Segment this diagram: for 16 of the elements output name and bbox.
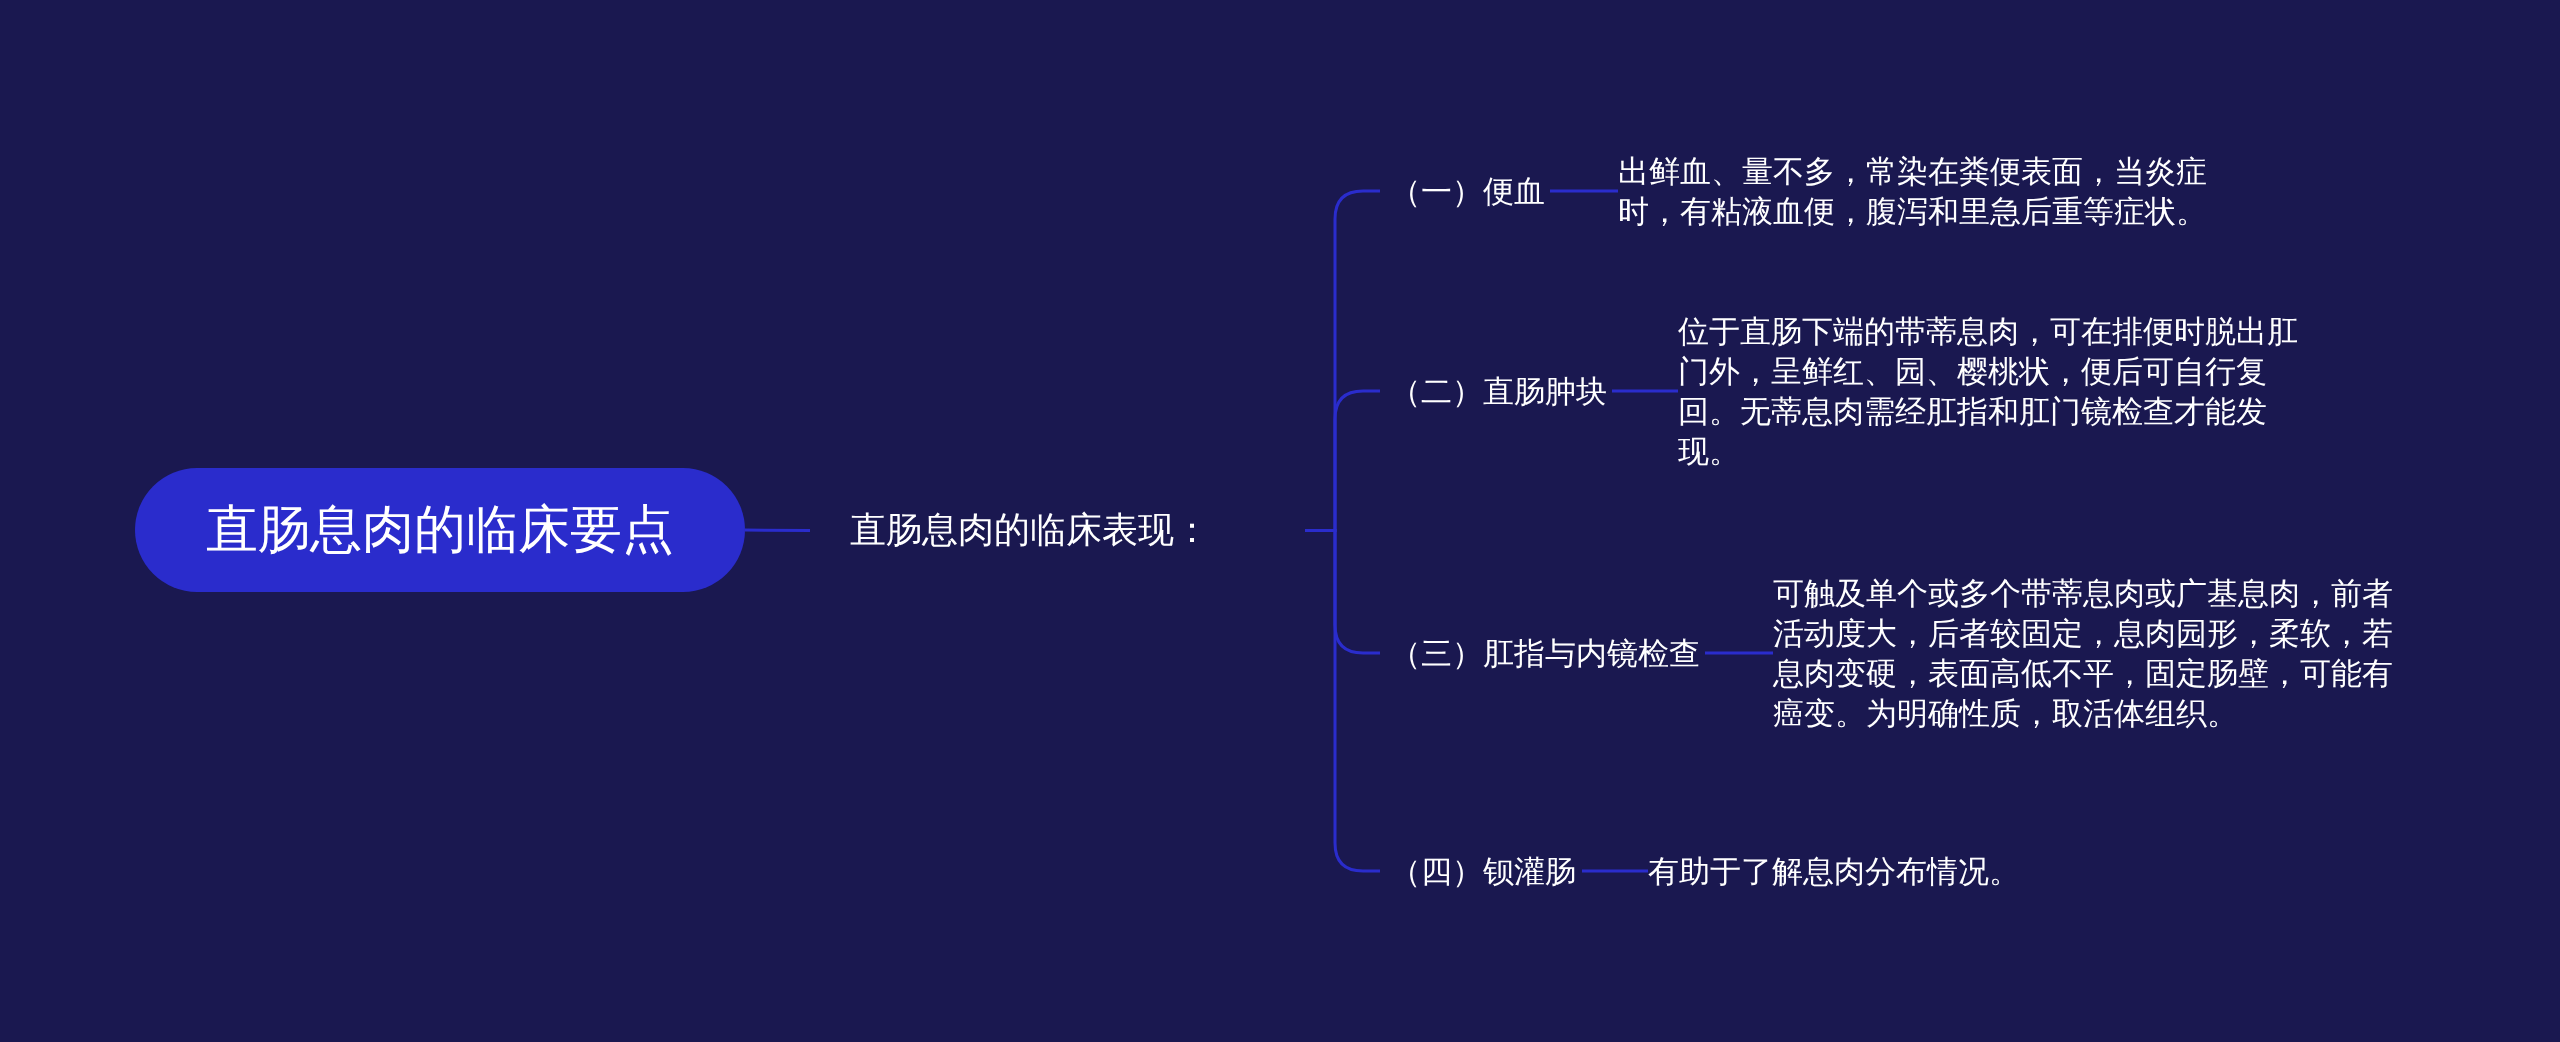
branch-text: （四）钡灌肠 <box>1380 851 1582 892</box>
branch-text: （三）肛指与内镜检查 <box>1380 633 1705 674</box>
branch-text: （一）便血 <box>1380 171 1550 212</box>
detail-text: 有助于了解息肉分布情况。 <box>1648 851 2248 891</box>
detail-text: 可触及单个或多个带蒂息肉或广基息肉，前者活动度大，后者较固定，息肉园形，柔软，若息肉变硬，表面高低不平，固定肠壁，可能有癌变。为明确性质，取活体组织。 <box>1773 573 2423 733</box>
detail-text: 出鲜血、量不多，常染在粪便表面，当炎症时，有粘液血便，腹泻和里急后重等症状。 <box>1618 151 2268 231</box>
connector-line <box>1305 529 1380 873</box>
connector-line <box>1550 189 1618 193</box>
connector-line <box>1612 389 1678 393</box>
root-pill: 直肠息肉的临床要点 <box>135 468 745 592</box>
connector-line <box>1705 651 1773 655</box>
topic-text: 直肠息肉的临床表现： <box>810 506 1305 554</box>
connector-line <box>1582 869 1648 873</box>
detail-text: 位于直肠下端的带蒂息肉，可在排便时脱出肛门外，呈鲜红、园、樱桃状，便后可自行复回。无蒂息肉需经肛指和肛门镜检查才能发现。 <box>1678 311 2298 471</box>
connector-line <box>745 528 810 532</box>
branch-text: （二）直肠肿块 <box>1380 371 1612 412</box>
